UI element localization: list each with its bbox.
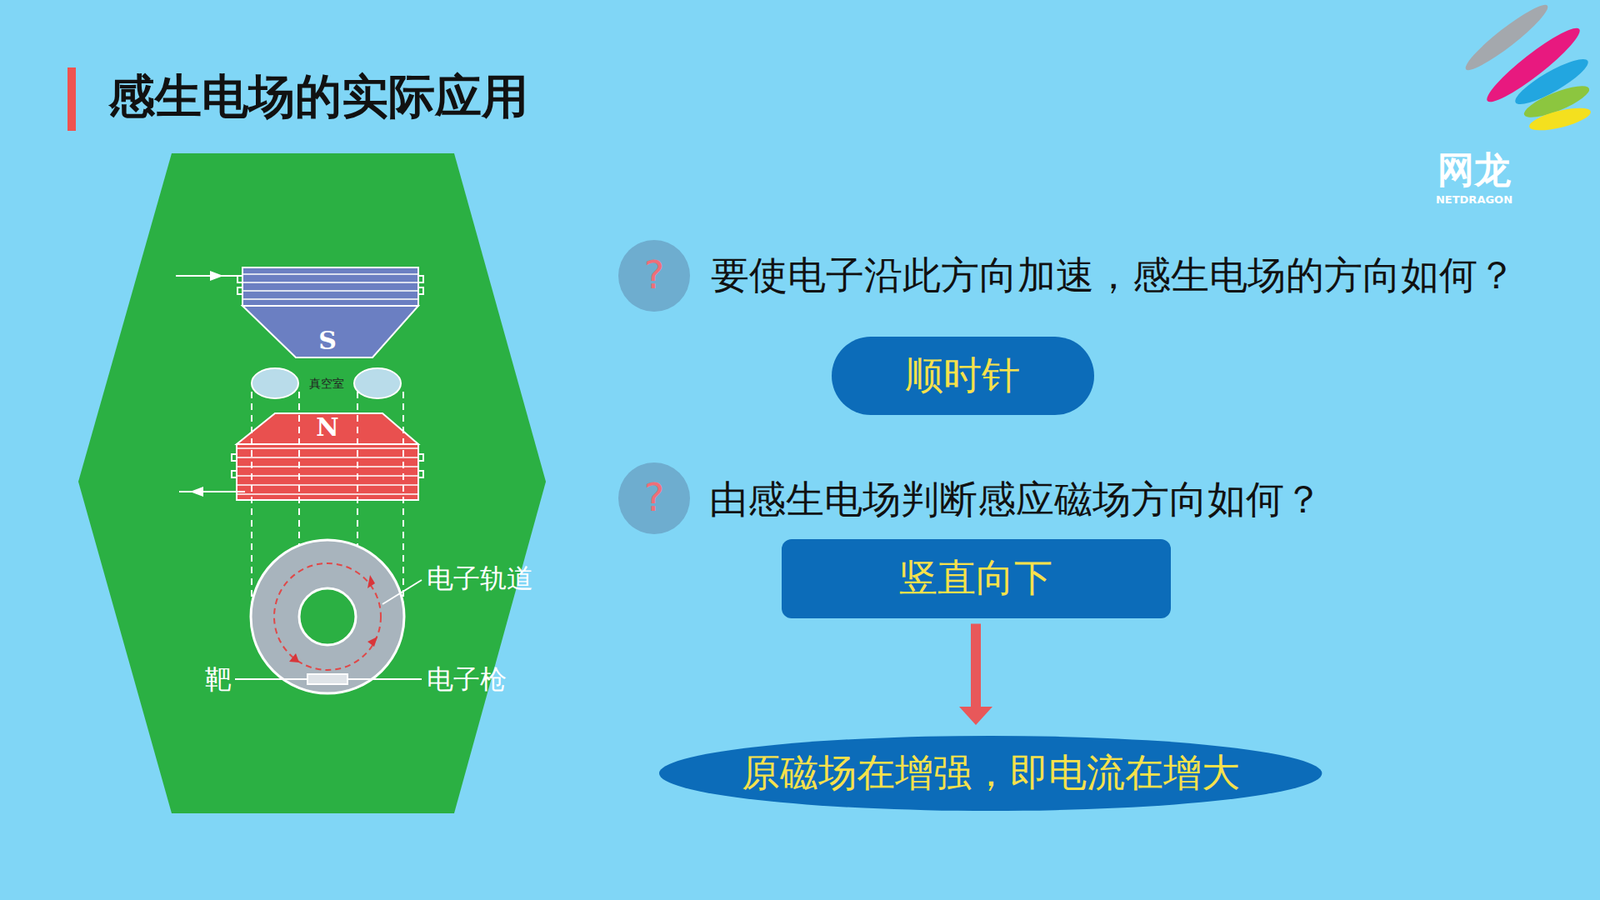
vacuum-chamber bbox=[251, 368, 401, 399]
answer-box: 竖直向下 bbox=[781, 539, 1171, 619]
ellipse-shape bbox=[659, 735, 1322, 811]
node-text: ? bbox=[644, 252, 665, 299]
electron-ring bbox=[250, 540, 405, 694]
node-text: 原磁场在增强，即电流在增大 bbox=[741, 750, 1240, 796]
connector-line bbox=[970, 624, 981, 710]
node-text: 竖直向下 bbox=[899, 555, 1053, 601]
part-label: 电子轨道 bbox=[426, 562, 534, 595]
leader-lines bbox=[235, 580, 422, 680]
circle-shape bbox=[618, 462, 690, 535]
question-icon: ? bbox=[617, 461, 691, 535]
arrowhead bbox=[959, 706, 993, 725]
pole-label: S bbox=[318, 325, 337, 356]
node-text-group: 竖直向下 bbox=[899, 555, 1053, 601]
conclusion-ellipse: 原磁场在增强，即电流在增大 bbox=[658, 735, 1323, 812]
answer-pill: 顺时针 bbox=[831, 336, 1095, 415]
upper-magnet bbox=[175, 267, 424, 358]
question-text: 由感生电场判断感应磁场方向如何？ bbox=[709, 476, 1323, 523]
logo-stripes bbox=[1460, 0, 1593, 135]
rect-shape bbox=[781, 539, 1171, 619]
lower-magnet bbox=[179, 413, 424, 500]
title-bar bbox=[67, 67, 76, 131]
node-text-group: ? bbox=[644, 475, 665, 521]
question-icon: ? bbox=[617, 239, 691, 313]
pill-shape bbox=[831, 336, 1095, 415]
node-text: 顺时针 bbox=[905, 352, 1020, 399]
slide-title: 感生电场的实际应用 bbox=[108, 68, 529, 125]
logo-subtext: NETDRAGON bbox=[1435, 193, 1513, 207]
circle-shape bbox=[618, 240, 690, 312]
node-text-group: 顺时针 bbox=[905, 352, 1020, 399]
green-hexagon bbox=[78, 153, 546, 814]
part-label: 真空室 bbox=[309, 376, 345, 391]
question-text: 要使电子沿此方向加速，感生电场的方向如何？ bbox=[710, 252, 1516, 299]
part-label: 靶 bbox=[205, 663, 232, 695]
node-text-group: ? bbox=[644, 252, 665, 299]
part-label: 电子枪 bbox=[426, 663, 507, 695]
pole-label: N bbox=[315, 412, 339, 443]
arrow-connector bbox=[959, 624, 993, 726]
node-text-group: 原磁场在增强，即电流在增大 bbox=[741, 750, 1240, 796]
logo-text: 网龙 bbox=[1437, 148, 1511, 193]
node-text: ? bbox=[644, 475, 665, 521]
